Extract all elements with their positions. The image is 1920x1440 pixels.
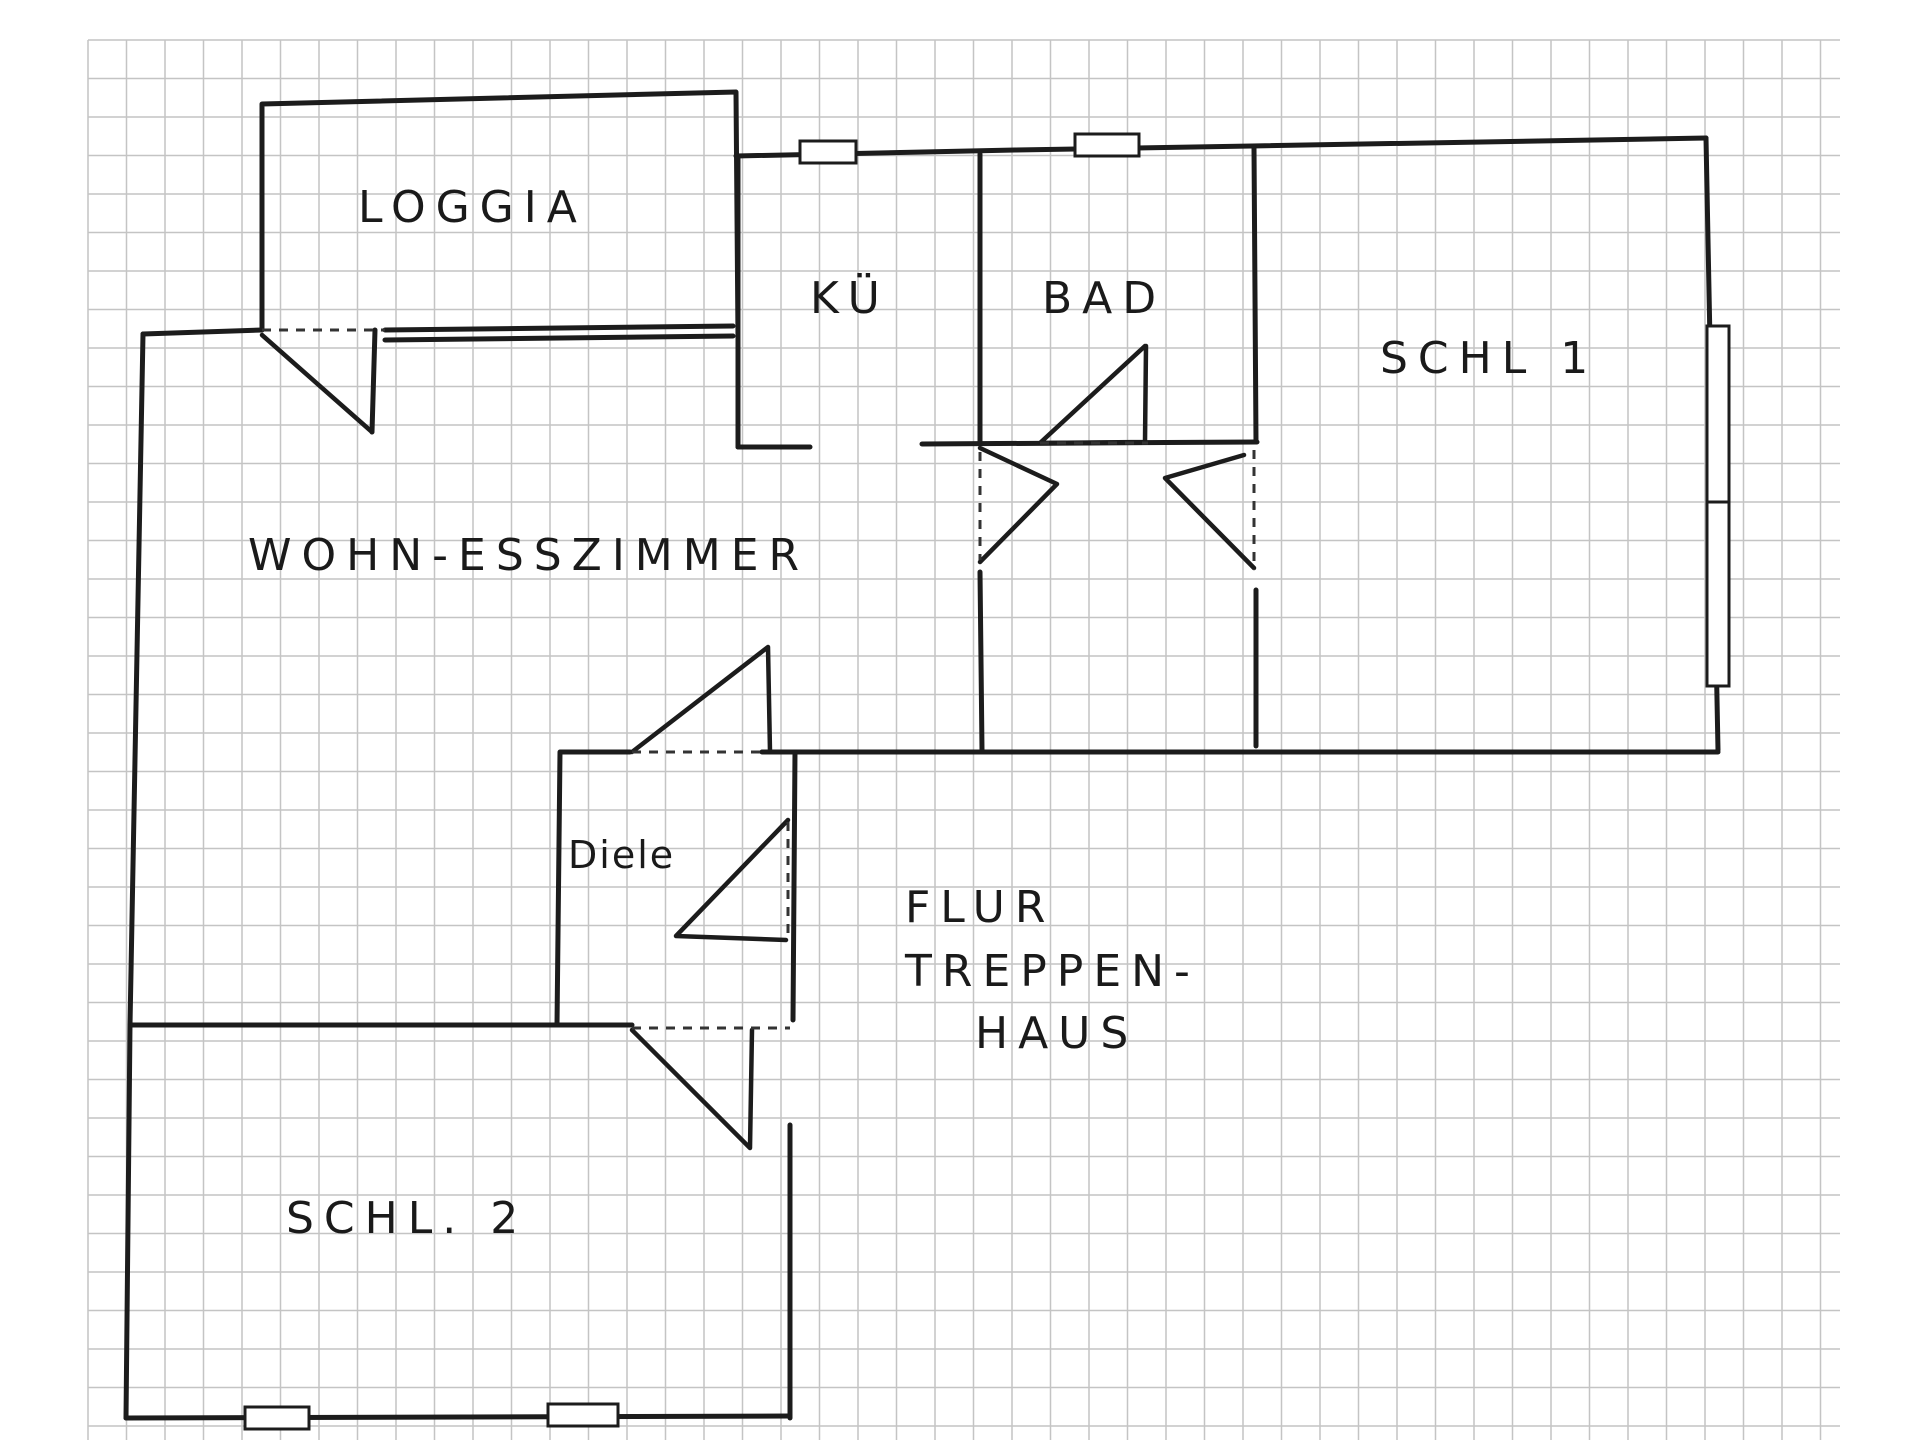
window-kitchen xyxy=(798,139,858,165)
window-schl2-left xyxy=(243,1405,311,1431)
label-kueche: KÜ xyxy=(810,272,890,324)
door-kitchen xyxy=(977,445,1060,565)
room-labels: LOGGIA KÜ BAD SCHL 1 WOHN-ESSZIMMER Diel… xyxy=(248,182,1598,1244)
label-flur-line3: HAUS xyxy=(975,1008,1138,1059)
west-wall xyxy=(140,327,265,337)
bath-schl1-partition xyxy=(1251,145,1259,445)
window-schl1 xyxy=(1705,324,1731,688)
south-wall xyxy=(123,1413,793,1421)
walls xyxy=(123,89,1721,1421)
label-loggia: LOGGIA xyxy=(358,182,587,233)
window-bath xyxy=(1073,132,1141,158)
label-schl2: SCHL. 2 xyxy=(286,1193,528,1244)
label-diele: Diele xyxy=(568,833,675,877)
top-wall-kitchen-bath xyxy=(733,135,1709,159)
label-bad: BAD xyxy=(1042,273,1166,324)
doors xyxy=(259,328,1257,1151)
door-wohn xyxy=(629,644,773,755)
door-bath xyxy=(1037,343,1149,446)
hall-west-wall xyxy=(977,569,985,753)
label-flur-line2: TREPPEN- xyxy=(904,946,1200,997)
door-schl1 xyxy=(1162,452,1257,571)
graph-paper-grid xyxy=(87,39,1840,1440)
diele-east-wall xyxy=(790,749,798,1023)
windows xyxy=(243,132,1731,1431)
door-loggia xyxy=(259,332,375,435)
door-entrance xyxy=(673,817,791,943)
label-wohn-esszimmer: WOHN-ESSZIMMER xyxy=(248,530,809,581)
window-schl2-right xyxy=(546,1402,620,1428)
loggia-stub xyxy=(369,327,378,435)
label-schl1: SCHL 1 xyxy=(1380,333,1598,384)
door-schl2 xyxy=(629,1027,755,1151)
loggia-glazing-2 xyxy=(382,333,736,343)
label-flur-line1: FLUR xyxy=(905,882,1055,933)
west-wall-long xyxy=(123,331,146,1421)
diele-west-wall xyxy=(554,749,633,1028)
loggia-glazing xyxy=(382,323,736,333)
